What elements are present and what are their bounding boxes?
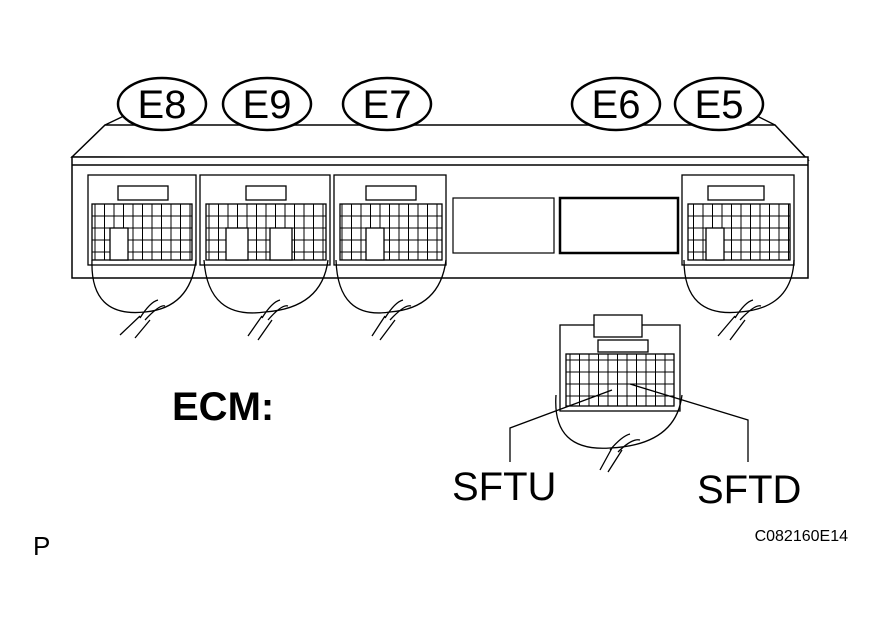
- pin-label-sftd: SFTD: [697, 468, 801, 512]
- figure-code: C082160E14: [755, 528, 849, 545]
- connector-label-e7: E7: [363, 83, 412, 127]
- pin-leader-lines: [509, 383, 749, 462]
- connector-label-e8: E8: [138, 83, 187, 127]
- connector-e7: [333, 174, 447, 341]
- connector-e9: [199, 174, 331, 341]
- connector-label-e5: E5: [695, 83, 744, 127]
- connector-label-e9: E9: [243, 83, 292, 127]
- blank-socket-e6: [558, 196, 680, 255]
- leader-lines: [104, 114, 776, 126]
- connector-e5: [681, 174, 795, 341]
- blank-socket-left: [452, 197, 555, 254]
- connector-label-e6: E6: [592, 83, 641, 127]
- pin-label-sftu: SFTU: [452, 465, 556, 509]
- connector-e8: [87, 174, 197, 339]
- oval-e7: E7: [341, 76, 433, 132]
- ecm-label: ECM:: [172, 385, 274, 429]
- oval-e9: E9: [221, 76, 313, 132]
- oval-e5: E5: [673, 76, 765, 132]
- oval-e8: E8: [116, 76, 208, 132]
- oval-e6: E6: [570, 76, 662, 132]
- corner-mark: P: [33, 531, 50, 561]
- detail-connector: [555, 314, 683, 473]
